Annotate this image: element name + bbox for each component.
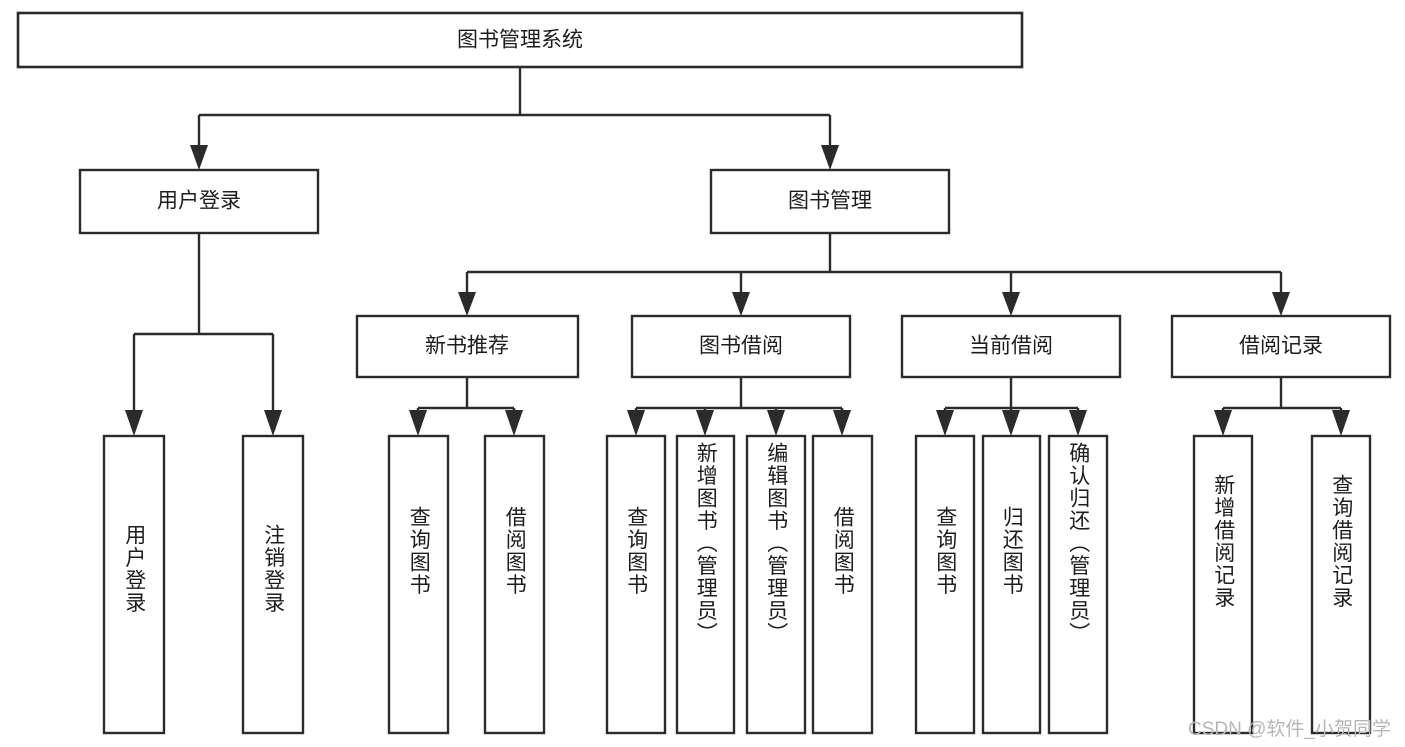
node-user-login-box[interactable] [78, 168, 320, 235]
node-new-book-recommend-label: 新书推荐 [425, 335, 509, 358]
arrow-current-borrow-leaf-1 [1002, 410, 1020, 436]
leaf-box-book-borrow-3[interactable] [811, 434, 874, 735]
csdn-watermark: CSDN @软件_小贺同学 [1188, 719, 1391, 740]
node-current-borrow[interactable]: 当前借阅 [900, 314, 1122, 379]
node-user-login[interactable]: 用户登录 [78, 168, 320, 235]
leaf-box-user-login-1[interactable] [241, 434, 305, 735]
leaf-box-current-borrow-1[interactable] [981, 434, 1042, 735]
node-root-label: 图书管理系统 [457, 29, 583, 52]
leaf-box-user-login-0[interactable] [102, 434, 166, 735]
arrow-borrow-record-leaf-0 [1214, 410, 1232, 436]
node-borrow-record-box[interactable] [1170, 314, 1392, 379]
leaf-box-new-book-0[interactable] [387, 434, 450, 735]
leaf-box-book-borrow-2[interactable] [745, 434, 807, 735]
leaf-box-book-borrow-1[interactable] [675, 434, 736, 735]
node-root-box[interactable] [16, 11, 1024, 69]
node-book-borrow-label: 图书借阅 [699, 335, 783, 358]
arrow-new-book-leaf-0 [409, 410, 427, 436]
node-root[interactable]: 图书管理系统 [16, 11, 1024, 69]
node-borrow-record[interactable]: 借阅记录 [1170, 314, 1392, 379]
arrow-to-borrow-record [1272, 292, 1290, 316]
node-book-borrow[interactable]: 图书借阅 [630, 314, 852, 379]
node-book-management-box[interactable] [709, 168, 951, 235]
node-current-borrow-box[interactable] [900, 314, 1122, 379]
node-borrow-record-label: 借阅记录 [1239, 335, 1323, 358]
arrow-new-book-leaf-1 [505, 410, 523, 436]
arrow-book-borrow-leaf-0 [627, 410, 645, 436]
arrow-to-book-borrow [732, 292, 750, 316]
arrow-to-user-login [190, 145, 208, 170]
leaf-box-current-borrow-0[interactable] [914, 434, 976, 735]
node-new-book-recommend-box[interactable] [355, 314, 580, 379]
leaf-box-borrow-record-0[interactable] [1192, 434, 1254, 735]
leaf-box-new-book-1[interactable] [483, 434, 546, 735]
arrow-to-new-book [458, 292, 476, 316]
leaf-box-current-borrow-2[interactable] [1047, 434, 1109, 735]
arrow-book-borrow-leaf-1 [696, 410, 714, 436]
node-current-borrow-label: 当前借阅 [969, 335, 1053, 358]
node-new-book-recommend[interactable]: 新书推荐 [355, 314, 580, 379]
arrow-borrow-record-leaf-1 [1332, 410, 1350, 436]
arrow-current-borrow-leaf-2 [1069, 410, 1087, 436]
node-book-borrow-box[interactable] [630, 314, 852, 379]
arrow-book-borrow-leaf-3 [833, 410, 851, 436]
arrow-to-current-borrow [1002, 292, 1020, 316]
arrow-user-login-leaf-1 [264, 410, 282, 436]
node-book-management-label: 图书管理 [788, 190, 872, 213]
arrow-current-borrow-leaf-0 [936, 410, 954, 436]
leaf-box-book-borrow-0[interactable] [605, 434, 667, 735]
node-layer: 图书管理系统 用户登录 图书管理 新书推荐 图书借阅 当前 [16, 11, 1392, 735]
node-user-login-label: 用户登录 [157, 190, 241, 213]
arrow-to-book-mgmt [821, 145, 839, 170]
arrow-book-borrow-leaf-2 [767, 410, 785, 436]
arrow-user-login-leaf-0 [125, 410, 143, 436]
leaf-box-borrow-record-1[interactable] [1310, 434, 1372, 735]
connector-layer [125, 67, 1350, 436]
node-book-management[interactable]: 图书管理 [709, 168, 951, 235]
